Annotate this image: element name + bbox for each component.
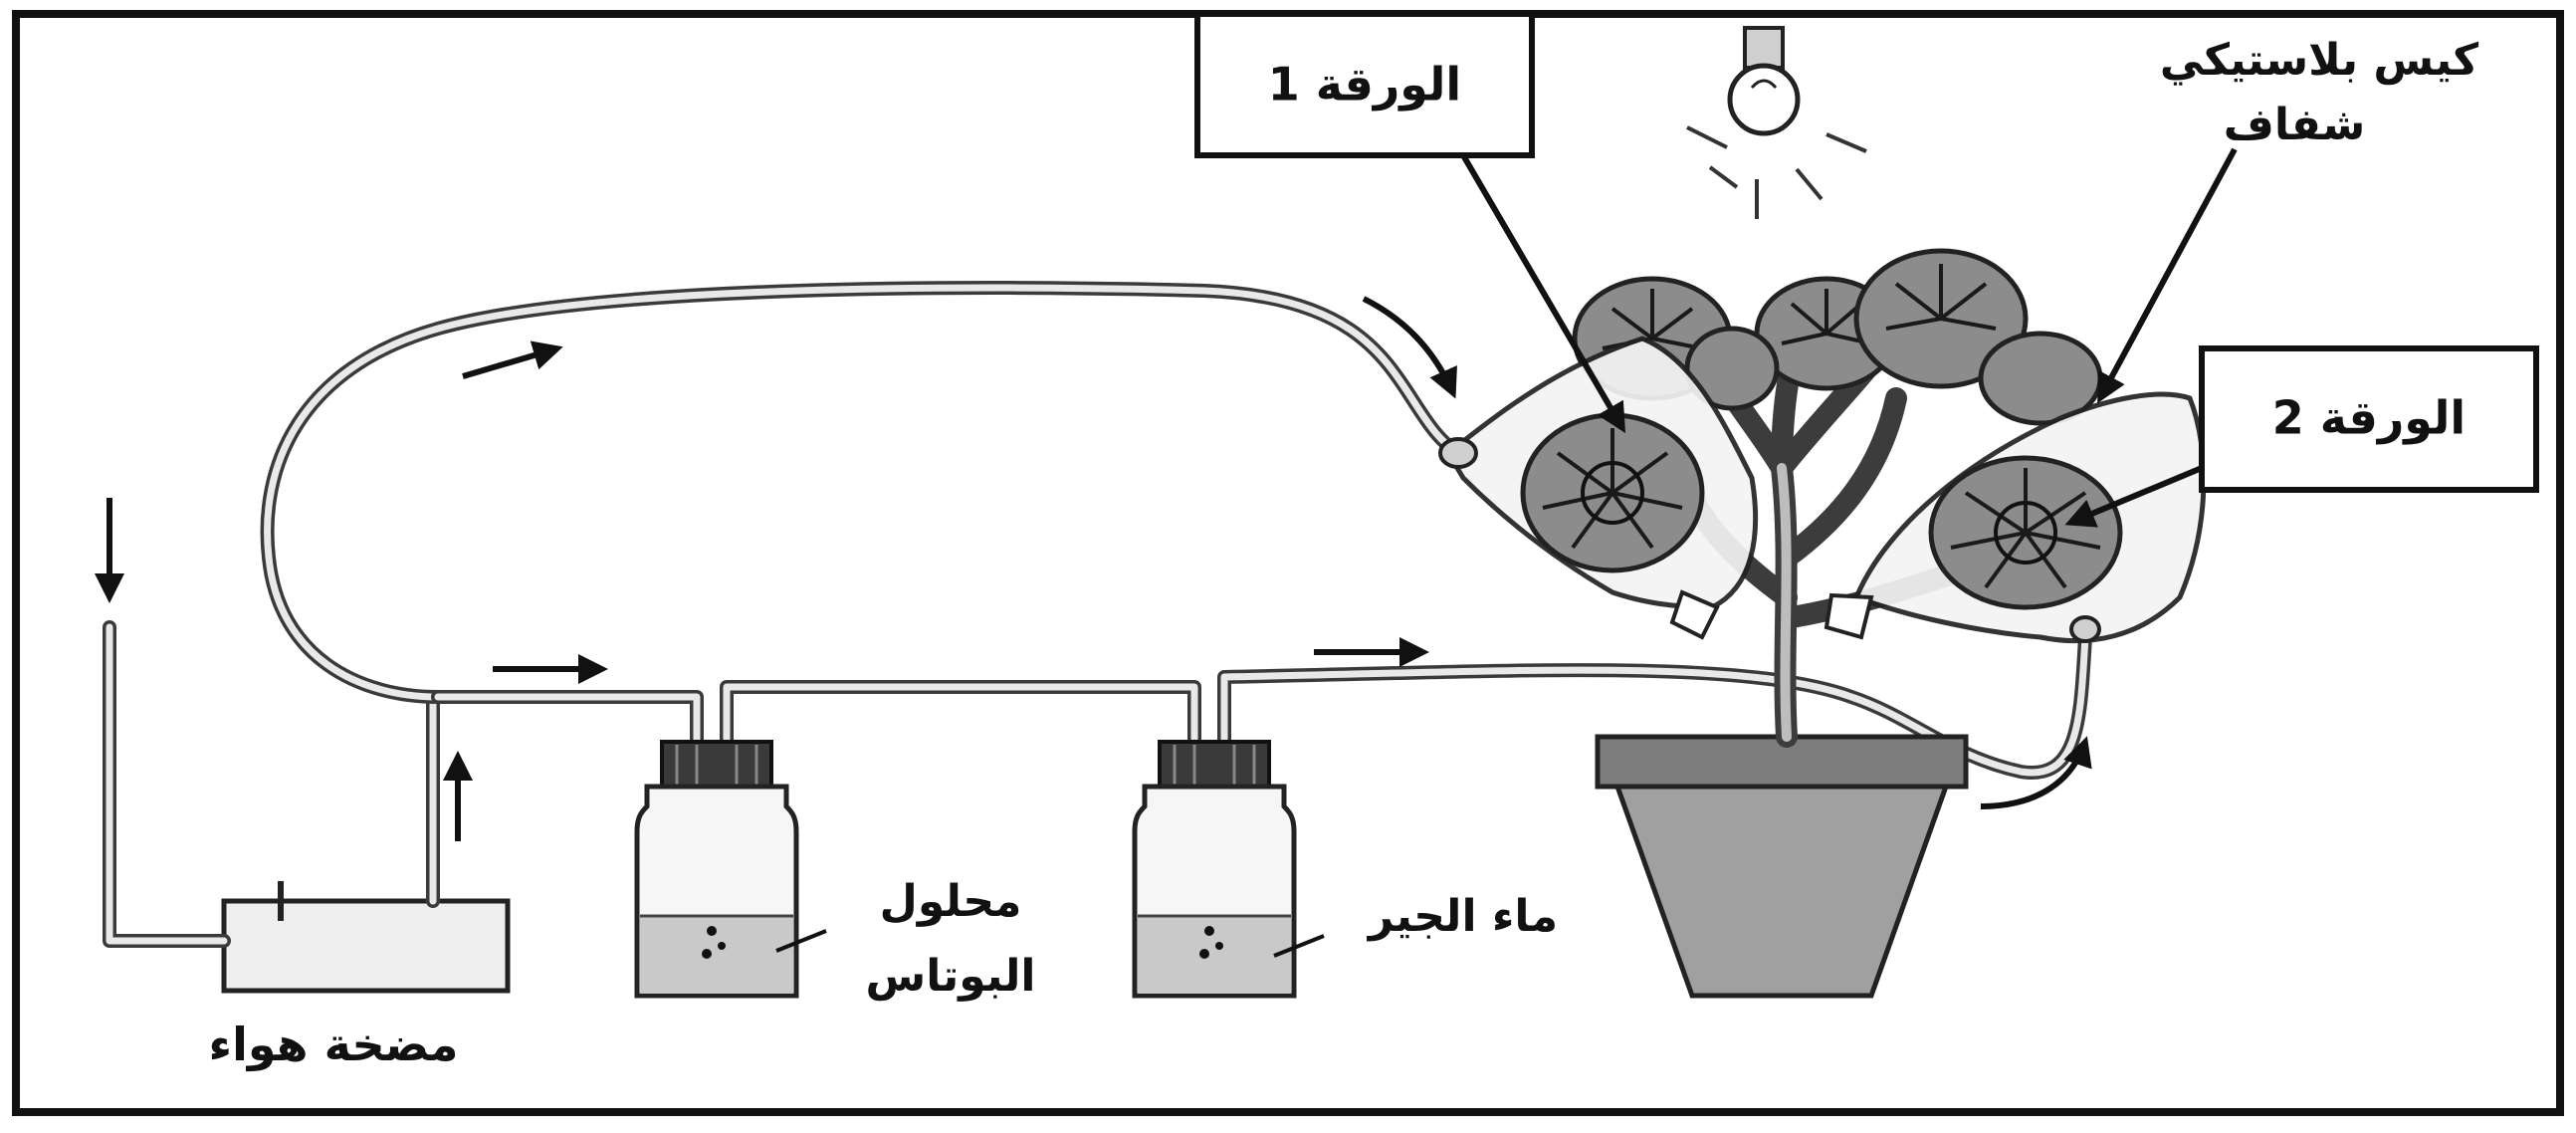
bag-label-line2: شفاف [2224,100,2366,150]
leaf-1 [1523,415,1702,570]
leaf-2-label-box: الورقة 2 [2202,348,2536,490]
bag-label-line1: كيس بلاستيكي [2160,35,2479,86]
limewater-label: ماء الجير [1367,891,1558,942]
leaf-1-label: الورقة 1 [1268,58,1461,112]
air-pump-label: مضخة هواء [209,1018,459,1071]
potash-label-line2: البوتاس [866,951,1036,1002]
leaf-2 [1931,458,2120,607]
potash-label-line1: محلول [880,876,1022,927]
leaf-1-label-box: الورقة 1 [1197,14,1532,155]
leaf-2-label: الورقة 2 [2272,391,2466,445]
